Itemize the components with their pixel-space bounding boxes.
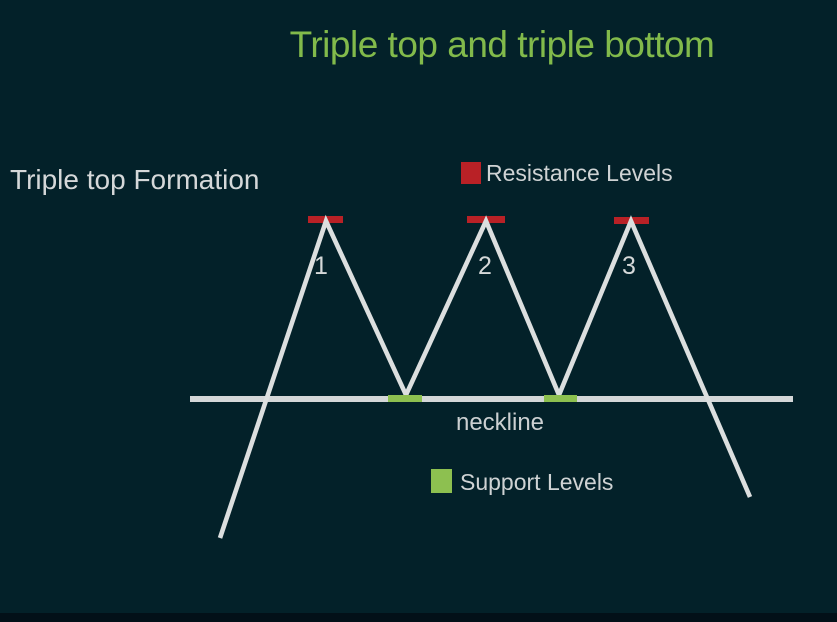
peak-label-2: 2 — [478, 252, 492, 280]
resistance-swatch-icon — [461, 162, 481, 184]
support-swatch-icon — [431, 469, 452, 493]
support-level-marker-2 — [544, 395, 577, 402]
price-line — [217, 214, 753, 539]
section-title: Triple top Formation — [10, 164, 260, 195]
support-legend-label: Support Levels — [460, 469, 613, 495]
support-level-marker-1 — [388, 395, 422, 402]
page-title: Triple top and triple bottom — [290, 24, 715, 65]
peak-label-1: 1 — [314, 252, 328, 280]
bottom-strip — [0, 613, 837, 622]
peak-label-3: 3 — [622, 252, 636, 280]
resistance-legend-label: Resistance Levels — [486, 160, 673, 186]
neckline-line — [190, 396, 793, 402]
neckline-label: neckline — [456, 409, 544, 436]
